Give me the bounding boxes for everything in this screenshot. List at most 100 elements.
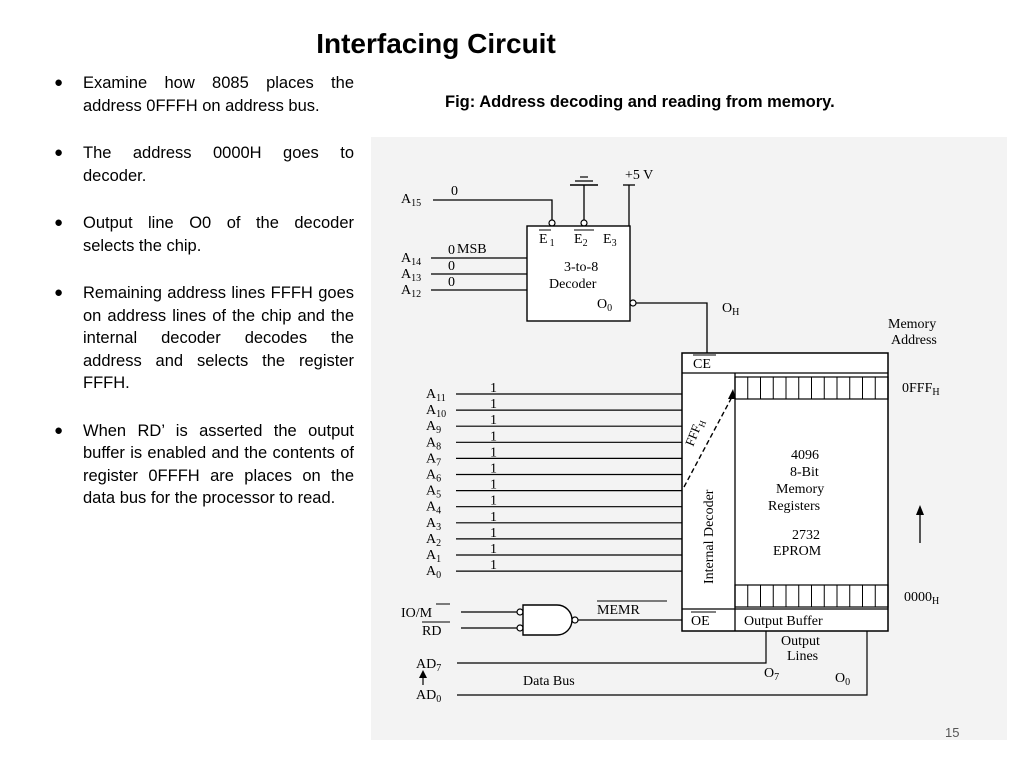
- a15-value: 0: [451, 184, 458, 199]
- register-row-top-cells: [747, 377, 876, 399]
- output-buffer-label: Output Buffer: [744, 614, 823, 629]
- decoder-o0: O0: [597, 297, 612, 314]
- iom-label: IO/M: [401, 606, 433, 621]
- address-line-value: 1: [490, 494, 497, 509]
- bullet-text: Remaining address lines FFFH goes on add…: [83, 284, 354, 392]
- figure-caption-text: Address decoding and reading from memory…: [479, 93, 835, 111]
- ce-label: CE: [693, 357, 711, 372]
- output-lines-label-2: Lines: [787, 649, 818, 664]
- bullet-text: Output line O0 of the decoder selects th…: [83, 214, 354, 255]
- bullet-dot-icon: ●: [54, 144, 64, 161]
- address-line-value: 1: [490, 413, 497, 428]
- bullet-dot-icon: ●: [54, 284, 64, 301]
- a14-value: 0: [448, 243, 455, 258]
- address-line-value: 1: [490, 397, 497, 412]
- bullet-item: ●When RD’ is asserted the output buffer …: [54, 420, 354, 510]
- bullet-dot-icon: ●: [54, 214, 64, 231]
- high-address-lines: A14 0 A13 0 A12 0: [401, 243, 527, 300]
- address-line-label: A4: [426, 500, 441, 517]
- o0-label: O0: [835, 671, 850, 688]
- ad0-label: AD0: [416, 688, 441, 705]
- oh-line: [636, 302, 708, 355]
- ad7-label: AD7: [416, 657, 441, 674]
- a15-line: [433, 199, 553, 220]
- address-line-label: A7: [426, 451, 441, 468]
- address-line-label: A9: [426, 419, 441, 436]
- fffh-arrowhead-icon: [728, 389, 736, 399]
- registers-line-4: Registers: [768, 499, 820, 514]
- decoder-title-2: Decoder: [549, 277, 597, 292]
- address-line-value: 1: [490, 429, 497, 444]
- decoder-title-1: 3-to-8: [564, 260, 598, 275]
- bullet-text: When RD’ is asserted the output buffer i…: [83, 421, 354, 508]
- fffh-dashed-line: [683, 394, 734, 488]
- figure-caption-prefix: Fig:: [445, 93, 476, 111]
- o7-label: O7: [764, 666, 779, 683]
- ad-arrow-icon: [419, 670, 427, 678]
- registers-line-1: 4096: [791, 448, 819, 463]
- bullet-text: Examine how 8085 places the address 0FFF…: [83, 74, 354, 115]
- chip-line-2: EPROM: [773, 544, 822, 559]
- bullet-item: ● The address 0000H goes to decoder.: [54, 142, 354, 187]
- a12-value: 0: [448, 275, 455, 290]
- msb-label: MSB: [457, 242, 487, 257]
- nand-output-bubble: [571, 616, 579, 624]
- memory-address-heading-1: Memory: [888, 317, 936, 332]
- registers-line-3: Memory: [776, 482, 824, 497]
- output-lines-label-1: Output: [781, 634, 820, 649]
- address-line-label: A5: [426, 484, 441, 501]
- address-line-label: A3: [426, 516, 441, 533]
- slide-title: Interfacing Circuit: [316, 28, 556, 59]
- address-line-label: A11: [426, 387, 446, 404]
- memory-address-heading-2: Address: [891, 333, 937, 348]
- address-line-value: 1: [490, 558, 497, 573]
- chip-line-1: 2732: [792, 528, 820, 543]
- address-line-value: 1: [490, 381, 497, 396]
- address-line-value: 1: [490, 462, 497, 477]
- oe-label: OE: [691, 614, 710, 629]
- a13-label: A13: [401, 267, 421, 284]
- rd-label: RD: [422, 624, 441, 639]
- a15-label: A15: [401, 192, 421, 209]
- decoder-e3: E3: [603, 232, 617, 249]
- bullet-dot-icon: ●: [54, 74, 64, 91]
- address-line-value: 1: [490, 526, 497, 541]
- supply-label: +5 V: [625, 168, 653, 183]
- address-line-value: 1: [490, 445, 497, 460]
- address-line-label: A2: [426, 532, 441, 549]
- e2-bubble: [580, 219, 588, 227]
- address-line-label: A0: [426, 564, 441, 581]
- data-bus-label: Data Bus: [523, 674, 575, 689]
- bullet-item: ● Examine how 8085 places the address 0FF…: [54, 72, 354, 117]
- e1-bubble: [548, 219, 556, 227]
- address-line-label: A8: [426, 435, 441, 452]
- register-row-bottom-cells: [747, 585, 876, 607]
- figure-caption: Fig: Address decoding and reading from m…: [445, 91, 865, 114]
- decoder-e2: E2: [574, 232, 588, 249]
- ad7-line: [457, 631, 767, 664]
- internal-decoder-label: Internal Decoder: [702, 489, 717, 584]
- bullet-text: The address 0000H goes to decoder.: [83, 144, 354, 185]
- up-arrow-icon: [916, 505, 924, 515]
- address-line-label: A10: [426, 403, 446, 420]
- a12-label: A12: [401, 283, 421, 300]
- bullet-list: ● Examine how 8085 places the address 0FF…: [54, 72, 354, 535]
- a14-label: A14: [401, 251, 421, 268]
- page-number: 15: [945, 725, 960, 740]
- top-address-label: 0FFFH: [902, 381, 940, 398]
- decoder-oh: OH: [722, 301, 739, 318]
- iom-bubble: [516, 608, 524, 616]
- address-line-value: 1: [490, 542, 497, 557]
- nand-gate-icon: [522, 604, 573, 636]
- bullet-item: ● Output line O0 of the decoder selects t…: [54, 212, 354, 257]
- o0-bubble: [629, 299, 637, 307]
- bottom-address-label: 0000H: [904, 590, 939, 607]
- a13-value: 0: [448, 259, 455, 274]
- registers-line-2: 8-Bit: [790, 465, 819, 480]
- address-line-value: 1: [490, 478, 497, 493]
- address-line-value: 1: [490, 510, 497, 525]
